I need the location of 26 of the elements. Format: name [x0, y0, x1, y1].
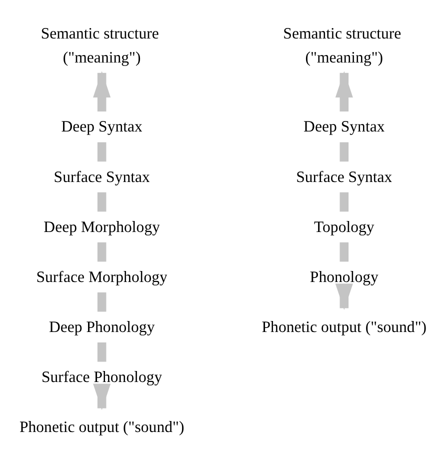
node-text: Deep Morphology — [44, 218, 160, 236]
connector — [97, 242, 106, 262]
connector — [340, 192, 349, 212]
arrow — [335, 71, 353, 112]
connector — [340, 242, 349, 262]
node-text: Phonology — [310, 268, 378, 286]
connector — [340, 142, 349, 162]
arrow — [93, 384, 111, 410]
node-text: Semantic structure ("meaning") — [40, 24, 159, 66]
arrow — [93, 71, 111, 112]
connector — [97, 292, 106, 312]
node-text: Surface Syntax — [296, 168, 392, 186]
arrow — [335, 284, 353, 310]
node-text: Semantic structure ("meaning") — [283, 24, 402, 66]
connector — [97, 342, 106, 362]
node-text: Surface Phonology — [41, 368, 162, 386]
node-text: Phonetic output ("sound") — [262, 318, 427, 336]
node-text: Surface Syntax — [54, 168, 150, 186]
connector — [97, 142, 106, 162]
node-text: Topology — [314, 218, 374, 236]
node-text: Deep Phonology — [48, 318, 155, 336]
connector — [97, 192, 106, 212]
node-text: Deep Syntax — [61, 118, 142, 136]
node-text: Deep Syntax — [304, 118, 385, 136]
node-text: Surface Morphology — [36, 268, 168, 286]
node-text: Phonetic output ("sound") — [19, 418, 184, 436]
